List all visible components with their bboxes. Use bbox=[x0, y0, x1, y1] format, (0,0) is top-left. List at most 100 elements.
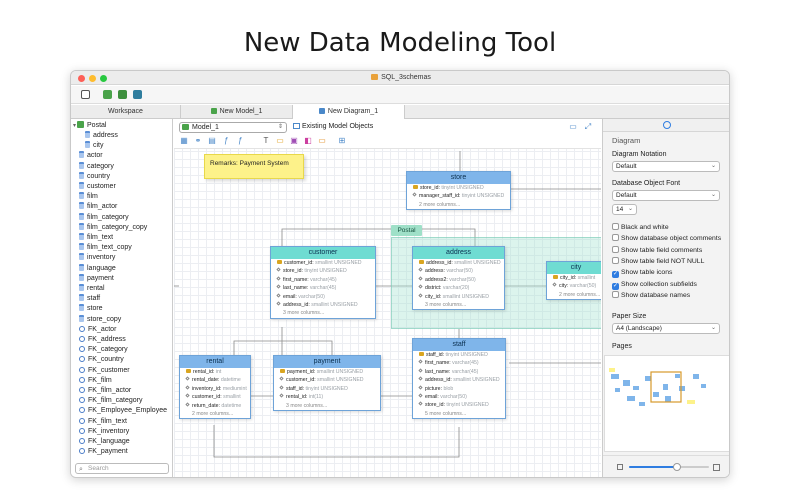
tree-item-table[interactable]: film_text_copy bbox=[79, 243, 132, 253]
tree-item-table[interactable]: category bbox=[79, 161, 114, 172]
tree-item-table[interactable]: country bbox=[79, 171, 110, 182]
tree-item-fk[interactable]: FK_film_actor bbox=[79, 386, 131, 396]
more-columns[interactable]: 3 more columns... bbox=[425, 301, 467, 308]
entity-field[interactable]: rental_id: int bbox=[180, 368, 250, 376]
tree-item-fk[interactable]: FK_film_text bbox=[79, 417, 127, 427]
entity-field[interactable]: customer_id: smallint UNSIGNED bbox=[271, 259, 375, 267]
tree-item-fk[interactable]: FK_inventory bbox=[79, 427, 129, 437]
zoom-window-button[interactable] bbox=[100, 75, 107, 82]
tree-item-table[interactable]: customer bbox=[79, 182, 116, 192]
save-icon[interactable] bbox=[81, 90, 90, 99]
tree-item-table[interactable]: inventory bbox=[79, 253, 115, 263]
tab-diagram[interactable]: New Diagram_1 bbox=[293, 105, 405, 119]
more-columns[interactable]: 2 more columns... bbox=[559, 291, 601, 298]
entity-field[interactable]: address_id: smallint UNSIGNED bbox=[413, 259, 504, 267]
tree-item-fk[interactable]: FK_film bbox=[79, 376, 112, 386]
checkbox-icon[interactable] bbox=[612, 256, 619, 264]
entity-field[interactable]: return_date: datetime bbox=[180, 401, 250, 410]
entity-field[interactable]: first_name: varchar(45) bbox=[413, 359, 505, 367]
option-checkbox[interactable]: Show table field comments bbox=[612, 245, 702, 256]
entity-field[interactable]: inventory_id: mediumint bbox=[180, 385, 250, 393]
align-tool-icon[interactable]: ⊞ bbox=[338, 136, 346, 145]
zoom-slider-handle[interactable] bbox=[673, 463, 681, 471]
note-tool-icon[interactable]: ▭ bbox=[276, 136, 284, 145]
entity-field[interactable]: address2: varchar(50) bbox=[413, 276, 504, 284]
tree-item-table[interactable]: actor bbox=[79, 151, 103, 161]
tree-item-table[interactable]: rental bbox=[79, 284, 105, 294]
entity-header[interactable]: address bbox=[413, 247, 504, 259]
tree-item-table[interactable]: film bbox=[79, 192, 98, 202]
checkbox-checked-icon[interactable]: ✓ bbox=[612, 271, 619, 279]
entity-field[interactable]: city_id: smallint bbox=[547, 274, 601, 282]
zoom-out-icon[interactable] bbox=[617, 464, 623, 470]
tree-item-fk[interactable]: FK_country bbox=[79, 355, 124, 365]
option-checkbox[interactable]: ✓Show table icons bbox=[612, 268, 672, 279]
option-checkbox[interactable]: ✓Show collection subfields bbox=[612, 280, 697, 290]
checkbox-icon[interactable] bbox=[612, 245, 619, 253]
layer-tool-icon[interactable]: ▭ bbox=[318, 136, 326, 145]
entity-header[interactable]: staff bbox=[413, 339, 505, 351]
zoom-in-icon[interactable] bbox=[713, 464, 720, 471]
entity-field[interactable]: customer_id: smallint UNSIGNED bbox=[274, 376, 380, 384]
notation-select[interactable]: Default⌄ bbox=[612, 161, 720, 172]
pages-preview[interactable] bbox=[604, 355, 729, 452]
entity-field[interactable]: last_name: varchar(45) bbox=[413, 368, 505, 376]
shape-tool-icon[interactable]: ◧ bbox=[304, 136, 312, 145]
option-checkbox[interactable]: Show database names bbox=[612, 290, 690, 301]
tree-item-table[interactable]: staff bbox=[79, 294, 100, 304]
view-tool-icon[interactable]: ▤ bbox=[208, 136, 216, 145]
tree-item-table[interactable]: store_copy bbox=[79, 314, 121, 325]
zoom-slider-track[interactable] bbox=[629, 463, 709, 471]
checkbox-icon[interactable] bbox=[612, 223, 619, 230]
tree-item-table[interactable]: language bbox=[79, 263, 116, 274]
entity-field[interactable]: city_id: smallint UNSIGNED bbox=[413, 292, 504, 301]
diagram-canvas[interactable]: Model_1⇕ Existing Model Objects ▭ ⤢ ▦ ⚭ … bbox=[174, 119, 601, 477]
procedure-tool-icon[interactable]: ƒ bbox=[237, 136, 243, 145]
entity-field[interactable]: store_id: tinyint UNSIGNED bbox=[407, 184, 510, 192]
entity-field[interactable]: rental_id: int(11) bbox=[274, 393, 380, 401]
entity-header[interactable]: store bbox=[407, 172, 510, 184]
new-model-icon[interactable] bbox=[133, 90, 142, 99]
model-select[interactable]: Model_1⇕ bbox=[179, 122, 287, 133]
checkbox-icon[interactable] bbox=[612, 290, 619, 298]
image-tool-icon[interactable]: ▣ bbox=[290, 136, 298, 145]
entity-field[interactable]: email: varchar(50) bbox=[413, 393, 505, 401]
entity-field[interactable]: address_id: smallint UNSIGNED bbox=[413, 376, 505, 384]
tree-item-table[interactable]: payment bbox=[79, 273, 114, 284]
tree-item-table[interactable]: film_text bbox=[79, 233, 113, 243]
link-tool-icon[interactable]: ⚭ bbox=[194, 136, 202, 145]
entity-header[interactable]: rental bbox=[180, 356, 250, 368]
tree-item-fk[interactable]: FK_category bbox=[79, 345, 128, 355]
option-checkbox[interactable]: Show database object comments bbox=[612, 234, 721, 244]
tree-item-fk[interactable]: FK_actor bbox=[79, 325, 116, 335]
entity-header[interactable]: city bbox=[547, 262, 601, 274]
entity-field[interactable]: email: varchar(50) bbox=[271, 292, 375, 301]
paper-select[interactable]: A4 (Landscape)⌄ bbox=[612, 323, 720, 334]
more-columns[interactable]: 3 more columns... bbox=[286, 402, 328, 409]
more-columns[interactable]: 2 more columns... bbox=[192, 410, 234, 417]
entity-field[interactable]: city: varchar(50) bbox=[547, 282, 601, 290]
existing-objects-button[interactable]: Existing Model Objects bbox=[293, 123, 373, 130]
tree-item-fk[interactable]: FK_language bbox=[79, 437, 130, 447]
text-tool-icon[interactable]: T bbox=[263, 136, 269, 145]
entity-field[interactable]: store_id: tinyint UNSIGNED bbox=[271, 267, 375, 275]
entity-field[interactable]: first_name: varchar(45) bbox=[271, 276, 375, 284]
option-checkbox[interactable]: Black and white bbox=[612, 223, 669, 233]
tree-item-table[interactable]: address bbox=[85, 131, 118, 141]
entity-field[interactable]: district: varchar(20) bbox=[413, 284, 504, 292]
entity-field[interactable]: staff_id: tinyint UNSIGNED bbox=[274, 385, 380, 393]
entity-field[interactable]: manager_staff_id: tinyint UNSIGNED bbox=[407, 192, 510, 200]
tree-item-table[interactable]: store bbox=[79, 304, 103, 314]
entity-field[interactable]: address_id: smallint UNSIGNED bbox=[271, 301, 375, 309]
gear-icon[interactable] bbox=[663, 121, 671, 129]
fullscreen-icon[interactable]: ⤢ bbox=[584, 122, 592, 131]
new-view-icon[interactable] bbox=[118, 90, 127, 99]
tree-item-table[interactable]: film_category bbox=[79, 212, 129, 223]
tree-item-table[interactable]: film_category_copy bbox=[79, 222, 147, 233]
new-table-icon[interactable] bbox=[103, 90, 112, 99]
